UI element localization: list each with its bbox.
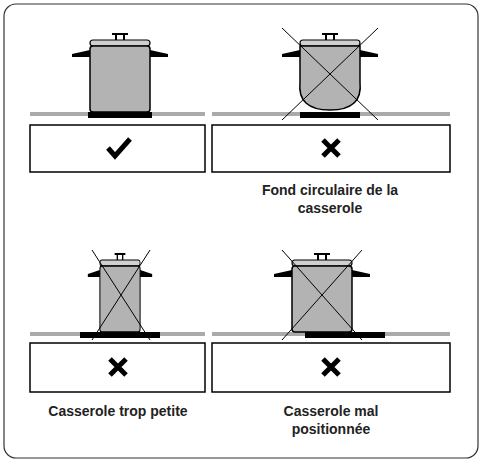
burner [305,332,385,338]
caption-label: Fond circulaire de la casserole [240,181,420,217]
caption-label: Casserole mal positionnée [266,402,396,438]
burner [300,112,360,118]
pot [72,34,168,112]
pot [274,254,370,332]
cross-mark [323,140,339,156]
caption-label: Casserole trop petite [18,402,218,420]
symbol-box [212,125,450,172]
burner [88,112,152,118]
strike-cross [282,28,378,120]
symbol-box [212,343,450,392]
round-bottom-pot [282,34,378,110]
check-mark [108,139,130,156]
symbol-box [30,125,205,172]
symbol-box [30,343,205,392]
cross-mark [323,359,339,375]
strike-cross [282,250,362,340]
strike-cross [92,250,150,340]
cross-mark [110,359,126,375]
frame [4,4,478,458]
